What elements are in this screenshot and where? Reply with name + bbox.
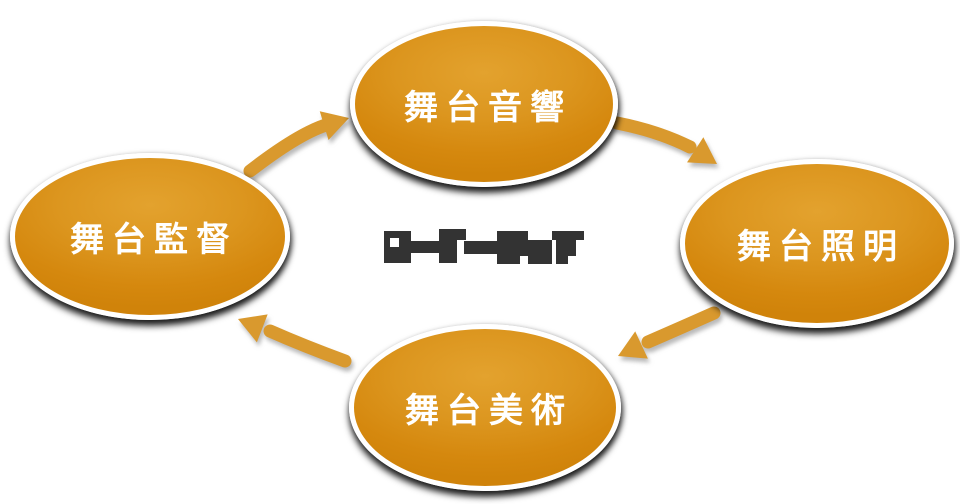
node-stage-lighting: 舞台照明: [680, 159, 954, 328]
arrow-stage-sound-to-stage-lighting: [610, 116, 697, 154]
node-stage-manager-label: 舞台監督: [70, 220, 238, 260]
pixel-block: [556, 256, 568, 264]
pixel-block: [556, 240, 576, 256]
arrow-stage-lighting-to-stage-art: [641, 306, 721, 349]
node-stage-art: 舞台美術: [349, 324, 621, 491]
arrowhead-stage-art-to-stage-manager: [238, 314, 268, 343]
node-stage-lighting-label: 舞台照明: [737, 227, 905, 267]
pixel-block: [439, 240, 457, 263]
node-stage-art-label: 舞台美術: [405, 391, 573, 431]
pixel-block: [497, 231, 528, 256]
pixel-block: [552, 231, 584, 240]
pixel-text-group: [384, 229, 584, 264]
pixel-block: [464, 241, 497, 254]
arrowhead-stage-lighting-to-stage-art: [618, 331, 648, 359]
pixel-block: [528, 240, 552, 264]
node-stage-sound-label: 舞台音響: [404, 87, 572, 128]
pixel-block: [409, 241, 441, 253]
node-stage-manager: 舞台監督: [10, 153, 290, 320]
pixel-hole: [390, 238, 399, 247]
pixel-block: [439, 229, 466, 240]
pixel-block: [384, 231, 411, 263]
arrowhead-stage-sound-to-stage-lighting: [687, 137, 717, 164]
node-stage-sound: 舞台音響: [350, 21, 618, 187]
arrow-stage-art-to-stage-manager: [263, 324, 352, 368]
arrowhead-stage-manager-to-stage-sound: [319, 111, 349, 140]
arrow-stage-manager-to-stage-sound: [243, 118, 333, 178]
pixel-block: [497, 256, 520, 264]
